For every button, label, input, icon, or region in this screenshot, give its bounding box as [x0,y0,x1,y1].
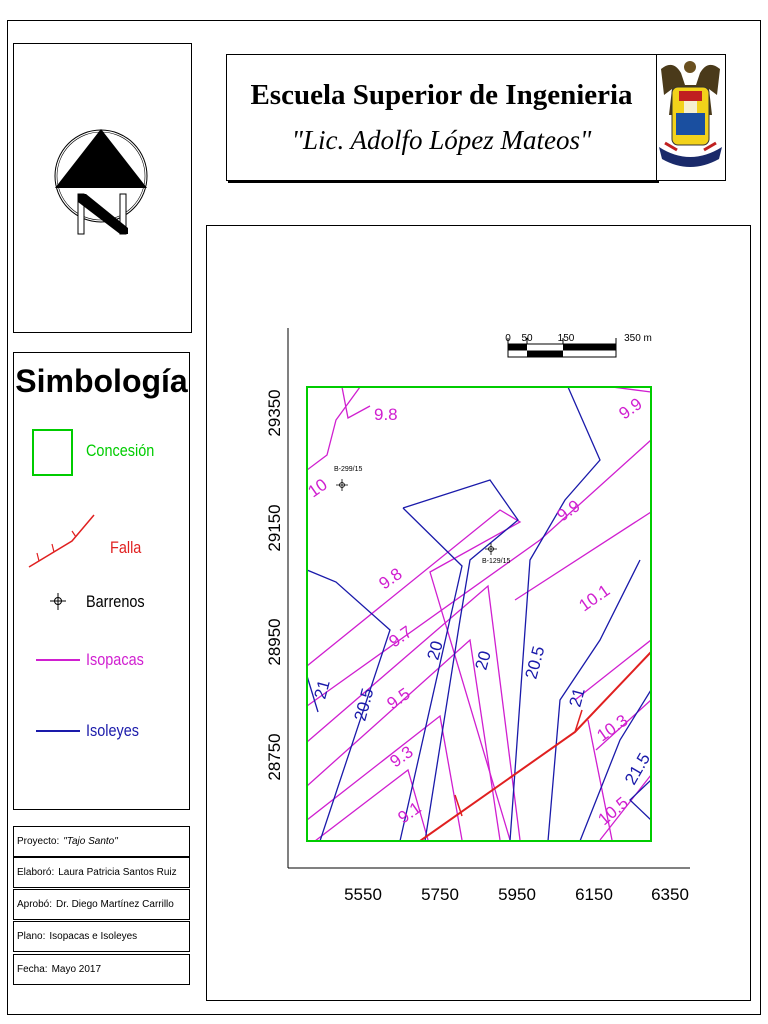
legend-panel: Simbología Concesión Falla Barrenos Isop… [13,352,190,810]
title-block: Escuela Superior de Ingenieria "Lic. Ado… [226,54,657,181]
institution-seal [656,54,726,181]
info-plan: Plano:Isopacas e Isoleyes [13,921,190,952]
legend-label-borehole: Barrenos [86,592,145,611]
info-author: Elaboró:Laura Patricia Santos Ruiz [13,857,190,888]
info-project: Proyecto:"Tajo Santo" [13,826,190,857]
legend-label-fault: Falla [110,538,142,557]
concession-square-icon [32,429,73,476]
page-frame [7,20,761,1015]
legend-label-concession: Concesión [86,441,155,460]
legend-label-isopach: Isopacas [86,650,144,669]
north-arrow-panel [13,43,192,333]
info-date: Fecha:Mayo 2017 [13,954,190,985]
north-arrow-icon [54,129,148,235]
info-approver: Aprobó:Dr. Diego Martínez Carrillo [13,889,190,920]
school-subtitle: "Lic. Adolfo López Mateos" [291,125,592,155]
fault-line-icon [28,514,95,568]
borehole-crosshair-icon [50,593,66,610]
map-panel [206,225,751,1001]
school-name: Escuela Superior de Ingenieria [250,79,633,111]
legend-title: Simbología [15,363,188,399]
legend-symbols [28,429,95,732]
legend-label-isograde: Isoleyes [86,721,140,740]
seal-icon [659,61,722,167]
